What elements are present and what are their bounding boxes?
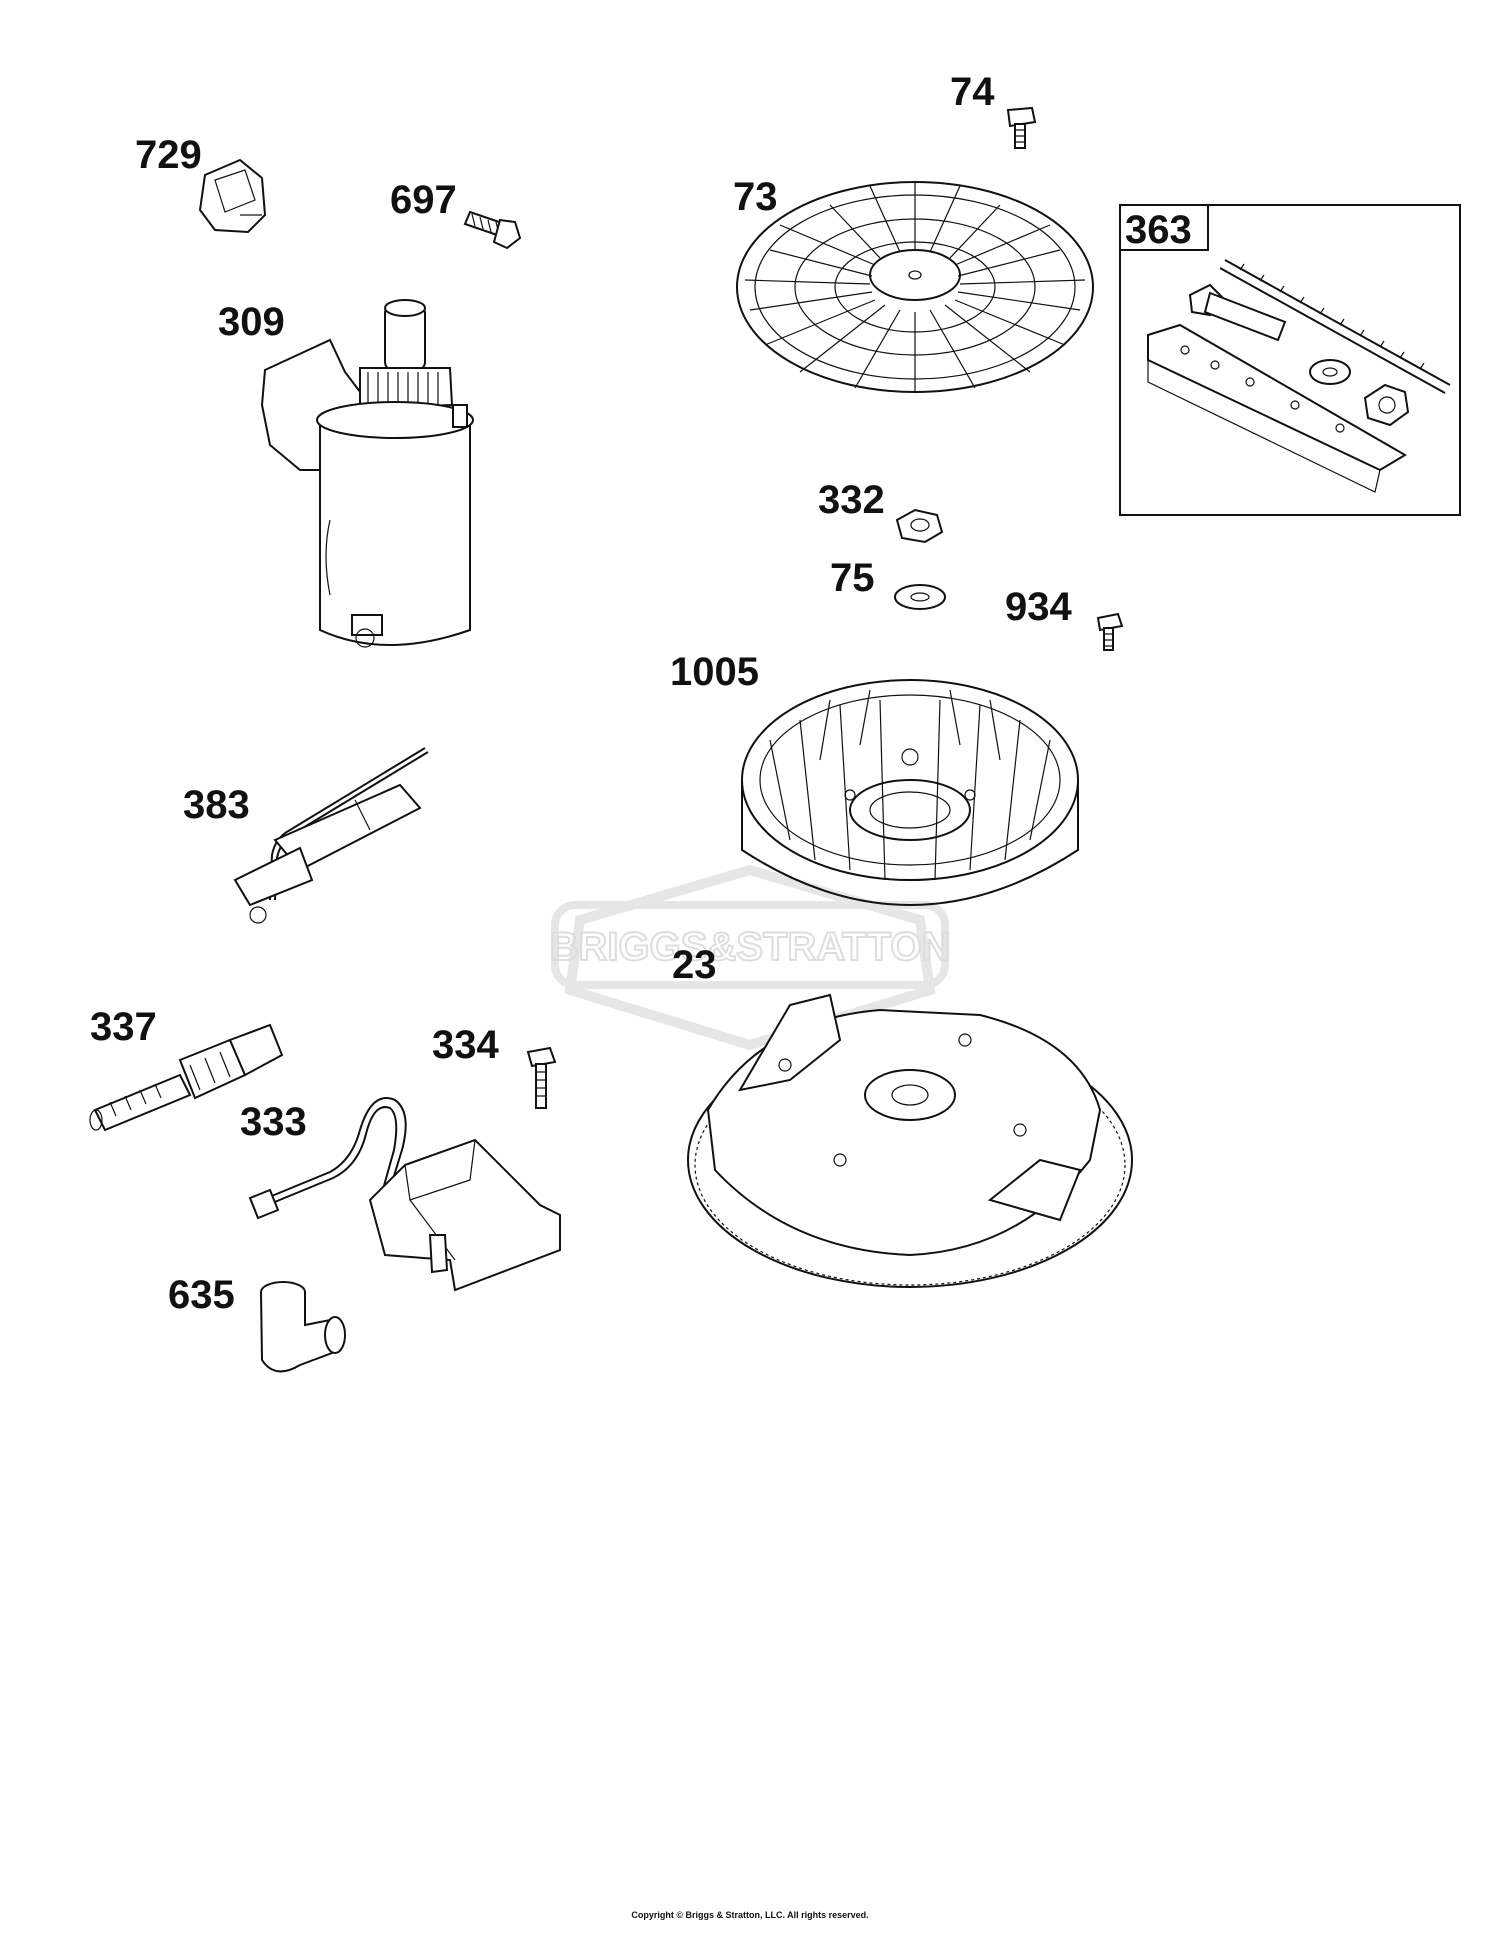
callout-729: 729 [135,133,202,177]
part-74-screw [1006,106,1037,149]
callout-383: 383 [183,783,250,827]
part-363-kit-box [1119,204,1461,516]
part-1005-flywheel-fan [741,679,1079,906]
part-697-screw [463,210,522,250]
part-333-ignition-armature [248,1097,561,1292]
callout-337: 337 [90,1005,157,1049]
part-73-fan-screen [736,181,1094,393]
callout-23: 23 [672,943,717,987]
part-75-washer [894,584,946,610]
callout-332: 332 [818,478,885,522]
part-334-screw [526,1046,557,1109]
part-337-spark-plug [89,1023,284,1132]
callout-934: 934 [1005,585,1072,629]
callout-73: 73 [733,175,778,219]
part-729-clip [198,158,267,234]
callout-333: 333 [240,1100,307,1144]
callout-635: 635 [168,1273,235,1317]
watermark-logo: BRIGGS&STRATTON [549,864,951,1051]
callout-1005: 1005 [670,650,759,694]
part-332-nut [895,508,944,544]
callout-309: 309 [218,300,285,344]
copyright-notice: Copyright © Briggs & Stratton, LLC. All … [631,1910,869,1920]
part-383-ground-wire [233,747,429,924]
kit-box-label-363: 363 [1125,208,1192,252]
callout-75: 75 [830,556,875,600]
callout-697: 697 [390,178,457,222]
callout-334: 334 [432,1023,499,1067]
part-635-spark-plug-boot [260,1281,346,1373]
watermark-brand-text: BRIGGS&STRATTON [550,925,951,969]
part-23-flywheel [687,993,1133,1288]
part-309-starter-motor [260,299,474,648]
part-934-screw [1096,612,1124,651]
callout-74: 74 [950,70,995,114]
